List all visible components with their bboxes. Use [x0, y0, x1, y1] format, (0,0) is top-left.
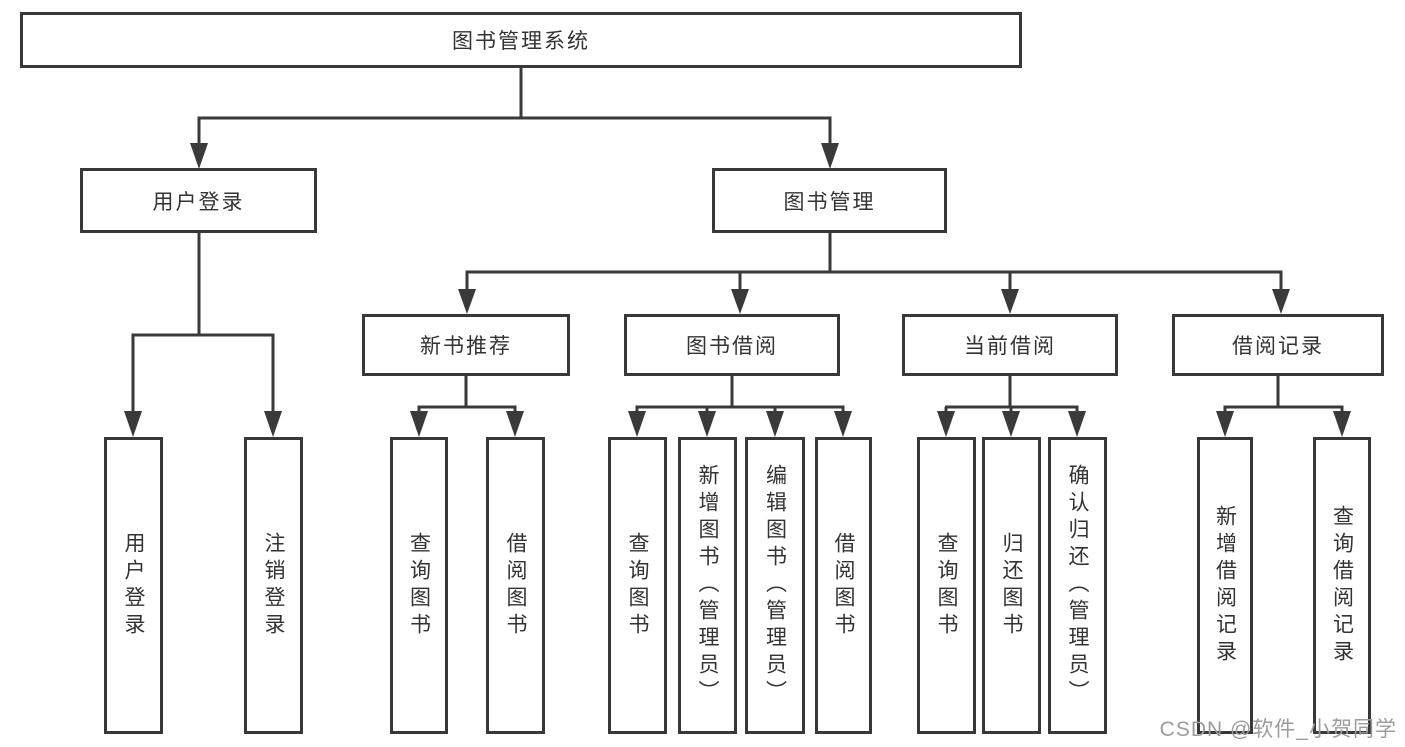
node-book-management: 图书管理: [712, 168, 947, 233]
leaf-add-borrow-record: 新增借阅记录: [1197, 437, 1253, 734]
leaf-user-login: 用户登录: [104, 437, 163, 734]
leaf-confirm-return-admin: 确认归还（管理员）: [1048, 437, 1107, 734]
node-user-login-label: 用户登录: [152, 190, 245, 214]
node-current-borrow-label: 当前借阅: [964, 335, 1056, 358]
connector-user-login-to-leaves: [124, 233, 282, 437]
leaf-add-book-admin-label: 新增图书（管理员）: [696, 464, 719, 707]
leaf-user-login-label: 用户登录: [122, 531, 145, 640]
leaf-borrow-book-recommend: 借阅图书: [486, 437, 545, 734]
node-book-management-label: 图书管理: [783, 190, 876, 214]
node-new-book-recommend-label: 新书推荐: [420, 335, 512, 358]
node-borrow-record-label: 借阅记录: [1232, 335, 1324, 358]
leaf-confirm-return-admin-label: 确认归还（管理员）: [1066, 464, 1089, 707]
node-user-login: 用户登录: [80, 168, 317, 233]
leaf-query-book-borrow: 查询图书: [608, 437, 667, 734]
leaf-query-book-borrow-label: 查询图书: [626, 531, 649, 640]
leaf-query-book-recommend: 查询图书: [390, 437, 448, 734]
leaf-query-book-recommend-label: 查询图书: [407, 531, 431, 640]
root-node-label: 图书管理系统: [452, 30, 590, 53]
leaf-borrow-book-recommend-label: 借阅图书: [504, 531, 527, 640]
connector-borrow-record-to-leaves: [1216, 376, 1351, 437]
leaf-logout-label: 注销登录: [262, 531, 285, 640]
leaf-query-book-current-label: 查询图书: [935, 531, 958, 640]
csdn-watermark: CSDN @软件_小贺同学: [1159, 718, 1397, 741]
leaf-return-book-label: 归还图书: [1000, 531, 1023, 640]
leaf-query-borrow-record-label: 查询借阅记录: [1330, 504, 1354, 667]
connector-root-to-level2: [190, 68, 839, 169]
leaf-edit-book-admin-label: 编辑图书（管理员）: [763, 464, 787, 707]
leaf-logout: 注销登录: [244, 437, 303, 734]
connector-current-borrow-to-leaves: [937, 376, 1086, 437]
leaf-borrow-book-label: 借阅图书: [832, 531, 855, 640]
connector-book-borrow-to-leaves: [628, 376, 852, 437]
leaf-edit-book-admin: 编辑图书（管理员）: [745, 437, 805, 734]
root-node-library-system: 图书管理系统: [20, 12, 1022, 68]
leaf-return-book: 归还图书: [982, 437, 1041, 734]
connector-new-book-to-leaves: [410, 376, 524, 437]
node-book-borrow: 图书借阅: [624, 314, 840, 376]
node-current-borrow: 当前借阅: [902, 314, 1118, 376]
leaf-borrow-book: 借阅图书: [815, 437, 872, 734]
leaf-add-book-admin: 新增图书（管理员）: [678, 437, 737, 734]
leaf-query-book-current: 查询图书: [917, 437, 976, 734]
leaf-query-borrow-record: 查询借阅记录: [1313, 437, 1371, 734]
leaf-add-borrow-record-label: 新增借阅记录: [1213, 504, 1237, 667]
node-new-book-recommend: 新书推荐: [362, 314, 570, 376]
node-book-borrow-label: 图书借阅: [686, 335, 778, 358]
connector-book-management-to-level3: [458, 233, 1290, 314]
node-borrow-record: 借阅记录: [1172, 314, 1384, 376]
